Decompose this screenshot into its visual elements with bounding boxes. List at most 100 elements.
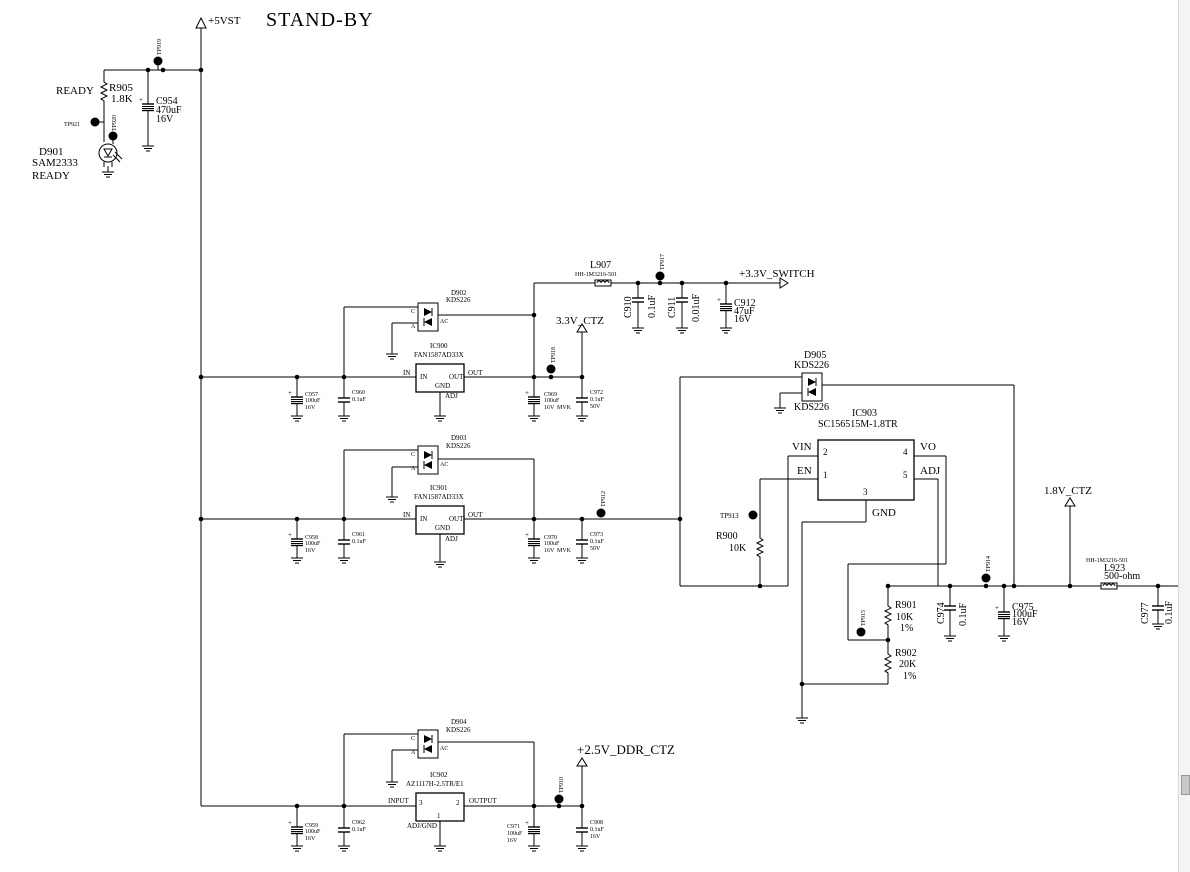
c970-value: 100uF bbox=[544, 541, 560, 547]
d905-part-bottom: KDS226 bbox=[794, 402, 829, 413]
c957-name: C957 bbox=[305, 392, 318, 398]
d903-part: KDS226 bbox=[446, 442, 471, 450]
c970-name: C970 bbox=[544, 535, 557, 541]
ic901-body bbox=[415, 505, 465, 535]
c957-voltage: 16V bbox=[305, 405, 316, 411]
rail-33v-ctz-label: 3.3V_CTZ bbox=[556, 315, 604, 327]
ic901-pin-in-outer: IN bbox=[403, 511, 410, 519]
c960-value: 0.1uF bbox=[352, 397, 367, 403]
c977-value: 0.1uF bbox=[1164, 601, 1175, 625]
ic900-body bbox=[415, 363, 465, 393]
d903-diode bbox=[417, 445, 439, 475]
c908-value: 0.1uF bbox=[590, 827, 605, 833]
r902-name: R902 bbox=[895, 648, 917, 659]
ic900-pin-gnd: GND bbox=[435, 382, 450, 390]
tp914-dot bbox=[981, 573, 991, 583]
c962-value: 0.1uF bbox=[352, 827, 367, 833]
ic901-part: FAN1587AD33X bbox=[414, 493, 464, 501]
ic902-pin-output: OUTPUT bbox=[469, 797, 497, 805]
c912-name: C912 bbox=[734, 298, 756, 309]
c975-name: C975 bbox=[1012, 602, 1034, 613]
c957-value: 100uF bbox=[305, 398, 321, 404]
ic903-pin1-num: 1 bbox=[823, 470, 828, 480]
c958-name: C958 bbox=[305, 535, 318, 541]
ic902-pin-adj: ADJ/GND bbox=[407, 822, 437, 830]
c969-voltage: 16V bbox=[544, 405, 555, 411]
d902-pin-c: C bbox=[411, 309, 415, 315]
l923-inductor bbox=[1100, 582, 1118, 590]
d904-part: KDS226 bbox=[446, 726, 471, 734]
ic900-pin-out: OUT bbox=[449, 373, 464, 381]
c912-voltage: 16V bbox=[734, 314, 752, 325]
vertical-scrollbar[interactable] bbox=[1178, 0, 1190, 872]
r902-tolerance: 1% bbox=[903, 671, 916, 682]
d904-name: D904 bbox=[451, 718, 467, 726]
ic903-part: SC156515M-1.8TR bbox=[818, 419, 898, 430]
tp912-label: TP912 bbox=[601, 491, 607, 507]
ic903-body bbox=[817, 439, 915, 501]
c971-voltage: 16V bbox=[507, 838, 518, 844]
rail-5vst-arrow bbox=[195, 16, 207, 29]
tp919-label: TP919 bbox=[157, 39, 163, 55]
c960-name: C960 bbox=[352, 390, 365, 396]
d904-pin-ac: AC bbox=[440, 746, 448, 752]
rail-33v-switch-label: +3.3V_SWITCH bbox=[739, 268, 815, 280]
d904-pin-a: A bbox=[411, 750, 416, 756]
tp914-label: TP914 bbox=[986, 556, 992, 572]
c972-name: C972 bbox=[590, 390, 603, 396]
ic903-pin4-num: 4 bbox=[903, 447, 908, 457]
tp917-dot bbox=[655, 271, 665, 281]
ready-bottom-label: READY bbox=[32, 170, 70, 182]
ic901-pin-in: IN bbox=[420, 515, 427, 523]
c969-name: C969 bbox=[544, 392, 557, 398]
c908-name: C908 bbox=[590, 820, 603, 826]
ready-top-label: READY bbox=[56, 85, 94, 97]
page-title: STAND-BY bbox=[266, 9, 374, 31]
tp920-label: TP920 bbox=[112, 115, 118, 131]
d901-name: D901 bbox=[39, 146, 63, 158]
c911-name: C911 bbox=[667, 297, 678, 318]
tp913-label: TP913 bbox=[720, 512, 739, 520]
r905-value: 1.8K bbox=[111, 93, 133, 105]
tp912-dot bbox=[596, 508, 606, 518]
tp915-label: TP915 bbox=[861, 610, 867, 626]
ic903-pin-en: EN bbox=[797, 465, 812, 477]
d905-part: KDS226 bbox=[794, 360, 829, 371]
ic900-name: IC900 bbox=[430, 342, 448, 350]
ic903-pin-adj: ADJ bbox=[920, 465, 941, 477]
tp918-label: TP918 bbox=[551, 347, 557, 363]
d904-diode bbox=[417, 729, 439, 759]
c977-name: C977 bbox=[1140, 602, 1151, 624]
c959-value: 100uF bbox=[305, 829, 321, 835]
r901-value: 10K bbox=[896, 612, 914, 623]
c975-value: 100uF bbox=[1012, 609, 1038, 620]
c975-voltage: 16V bbox=[1012, 617, 1030, 628]
scrollbar-thumb[interactable] bbox=[1181, 775, 1190, 795]
ic901-pin-out-outer: OUT bbox=[468, 511, 483, 519]
r902-value: 20K bbox=[899, 659, 917, 670]
tp921-label: TP921 bbox=[64, 122, 80, 128]
r901-name: R901 bbox=[895, 600, 917, 611]
tp910-label: TP910 bbox=[559, 777, 565, 793]
ic900-part: FAN1587AD33X bbox=[414, 351, 464, 359]
tp917-label: TP917 bbox=[660, 254, 666, 270]
tp915-dot bbox=[856, 627, 866, 637]
ic900-pin-in-outer: IN bbox=[403, 369, 410, 377]
r900-name: R900 bbox=[716, 531, 738, 542]
tp913-dot bbox=[748, 510, 758, 520]
d902-pin-a: A bbox=[411, 324, 416, 330]
d902-pin-ac: AC bbox=[440, 319, 448, 325]
d902-name: D902 bbox=[451, 289, 467, 297]
c959-voltage: 16V bbox=[305, 836, 316, 842]
d903-pin-a: A bbox=[411, 466, 416, 472]
ic903-pin5-num: 5 bbox=[903, 470, 908, 480]
c959-name: C959 bbox=[305, 823, 318, 829]
ic900-pin-adj: ADJ bbox=[445, 392, 458, 400]
c973-name: C973 bbox=[590, 532, 603, 538]
c974-name: C974 bbox=[936, 602, 947, 624]
c910-value: 0.1uF bbox=[647, 295, 658, 319]
c958-voltage: 16V bbox=[305, 548, 316, 554]
l923-value: 500-ohm bbox=[1104, 571, 1140, 582]
ic902-pin3-num: 3 bbox=[419, 799, 423, 807]
d904-pin-c: C bbox=[411, 736, 415, 742]
